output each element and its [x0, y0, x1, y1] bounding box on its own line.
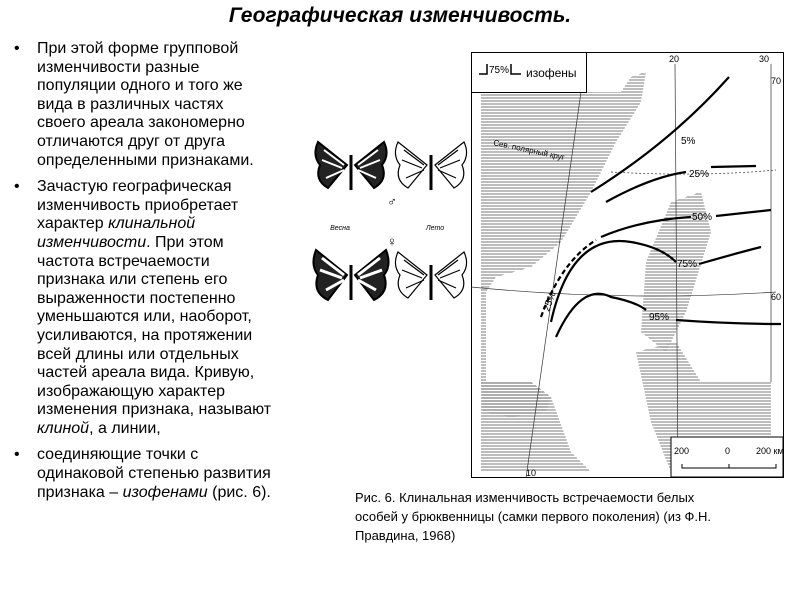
spring-label: Весна	[330, 225, 350, 232]
sea-hatching	[481, 72, 646, 472]
legend-line-icon	[479, 64, 521, 75]
term-italic: изофенами	[122, 483, 208, 501]
butterflies-illustration: ♂ Весна Лето ♀	[312, 140, 468, 302]
bullet-text: При этой форме групповой изменчивости ра…	[37, 40, 254, 169]
legend-label: изофены	[526, 66, 577, 80]
longitude-label: 10	[526, 468, 536, 478]
isophene-label: 75%	[677, 259, 697, 270]
bullet-item: Зачастую географическая изменчивость при…	[12, 178, 352, 438]
scale-label: 0	[725, 446, 730, 456]
scale-box	[670, 436, 784, 478]
bullet-item: При этой форме групповой изменчивости ра…	[12, 40, 352, 170]
bullet-item: соединяющие точки с одинаковой степенью …	[12, 446, 352, 502]
bullet-text: . При этом частота встречаемости признак…	[37, 233, 272, 419]
bullet-list: При этой форме групповой изменчивости ра…	[12, 40, 352, 510]
butterfly-male-spring	[314, 140, 388, 190]
gulf-hatching	[641, 192, 711, 352]
bullet-text: Зачастую географическая изменчивость при…	[37, 178, 239, 233]
scale-bar: 200 0 200 км	[674, 446, 784, 469]
isophene-label: 25%	[689, 169, 709, 180]
longitude-label: 30	[759, 54, 769, 64]
bullet-text: , а линии,	[89, 419, 161, 437]
bullet-text: соединяющие точки с одинаковой степенью …	[37, 446, 271, 501]
female-symbol: ♀	[387, 234, 397, 249]
butterfly-female-spring	[312, 248, 390, 302]
butterfly-male-summer	[394, 141, 468, 190]
isophene-lines	[539, 76, 782, 338]
isophene-map: 75% изофены Сев. полярный круг 20 30 10 …	[471, 52, 784, 478]
isophene-label: 50%	[692, 212, 712, 223]
grid-lines	[471, 63, 777, 478]
legend-value: 75%	[489, 65, 509, 76]
latitude-label: 60	[771, 292, 781, 302]
scale-label: 200 км	[756, 446, 784, 456]
slide-title: Географическая изменчивость.	[228, 4, 572, 27]
isophene-label: 5%	[681, 136, 696, 147]
term-italic: клинальной изменчивости	[37, 215, 196, 251]
isophene-label: 95%	[649, 312, 669, 323]
figure-caption: Рис. 6. Клинальная изменчивость встречае…	[355, 490, 712, 543]
summer-label: Лето	[425, 225, 444, 232]
term-italic: клиной	[37, 419, 90, 437]
longitude-label: 20	[669, 54, 679, 64]
butterfly-female-summer	[394, 251, 468, 300]
bullet-text: (рис. 6).	[207, 483, 271, 501]
latitude-label: 70	[771, 76, 781, 86]
scale-label: 200	[674, 446, 689, 456]
male-symbol: ♂	[387, 194, 397, 209]
